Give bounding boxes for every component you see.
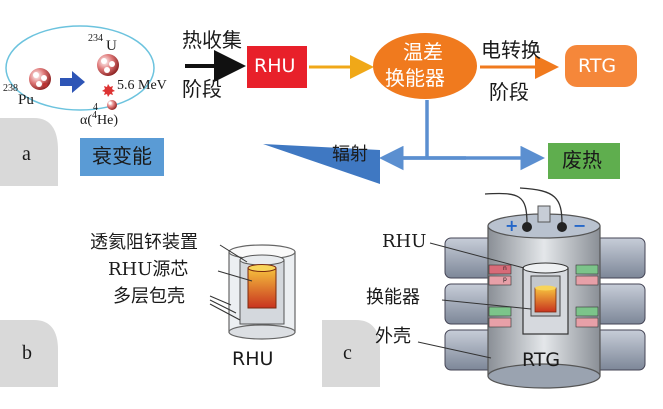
leader-line [417,341,492,359]
alpha-mass-number: 4 [93,102,98,113]
converter-label-1: 温差 [403,40,443,64]
panel-a-tab [0,118,58,186]
helium-barrier-label: 透氦阻钚装置 [90,232,198,253]
rtg-label: RTG [578,55,617,77]
leader-line [209,299,237,314]
rtg-caption: RTG [522,349,561,371]
negative-terminal-label: − [573,216,587,235]
elec-stage-label-1: 电转换 [481,38,541,62]
converter-label-2: 换能器 [385,66,445,90]
radiation-wedge [263,144,380,184]
leader-line [429,242,525,269]
leader-line [209,295,232,306]
heat-stage-label-1: 热收集 [182,28,242,52]
u-nucleus-icon [97,54,119,76]
leader-line [219,244,248,263]
panel-a-label: a [22,143,31,165]
leader-line [209,303,241,321]
waste-heat-box [548,143,620,179]
rhu-caption: RHU [232,348,274,370]
decay-ellipse [5,25,155,111]
rtg-illustration [444,187,646,389]
n-type-label: n [503,265,507,272]
leader-line [441,299,532,310]
converter-ellipse [373,33,477,99]
panel-c-label: c [343,342,352,364]
energy-burst-icon [102,84,115,97]
rtg-converter-label: 换能器 [366,287,420,308]
rtg-rhu-label: RHU [382,231,427,252]
p-type-label: p [503,276,507,283]
decay-energy-label: 衰变能 [92,144,152,168]
rhu-box [247,46,307,88]
pu-symbol: Pu [18,92,34,108]
panel-b-tab [0,320,58,387]
radiation-label: 辐射 [332,144,368,165]
leader-line [217,270,253,282]
u-mass-number: 234 [88,33,103,44]
elec-stage-label-2: 阶段 [489,80,529,104]
rhu-label: RHU [254,55,296,77]
alpha-particle-icon [107,100,117,110]
alpha-label: α(4He) [80,110,118,128]
heat-stage-label-2: 阶段 [182,77,222,101]
decay-energy-box [80,138,164,176]
panel-b-label: b [22,342,32,364]
multilayer-cladding-label: 多层包壳 [113,286,185,307]
positive-terminal-label: + [505,216,519,235]
pu-mass-number: 238 [3,83,18,94]
rhu-cylinder-illustration [228,244,296,340]
decay-energy-value: 5.6 MeV [117,78,167,93]
rtg-shell-label: 外壳 [375,326,411,347]
panel-c-tab [322,320,380,387]
waste-heat-label: 废热 [562,148,602,172]
u-symbol: U [106,38,117,54]
rhu-core-label: RHU源芯 [108,259,189,280]
decay-arrow [60,71,85,93]
pu-nucleus-icon [29,68,51,90]
rtg-box [565,45,637,87]
